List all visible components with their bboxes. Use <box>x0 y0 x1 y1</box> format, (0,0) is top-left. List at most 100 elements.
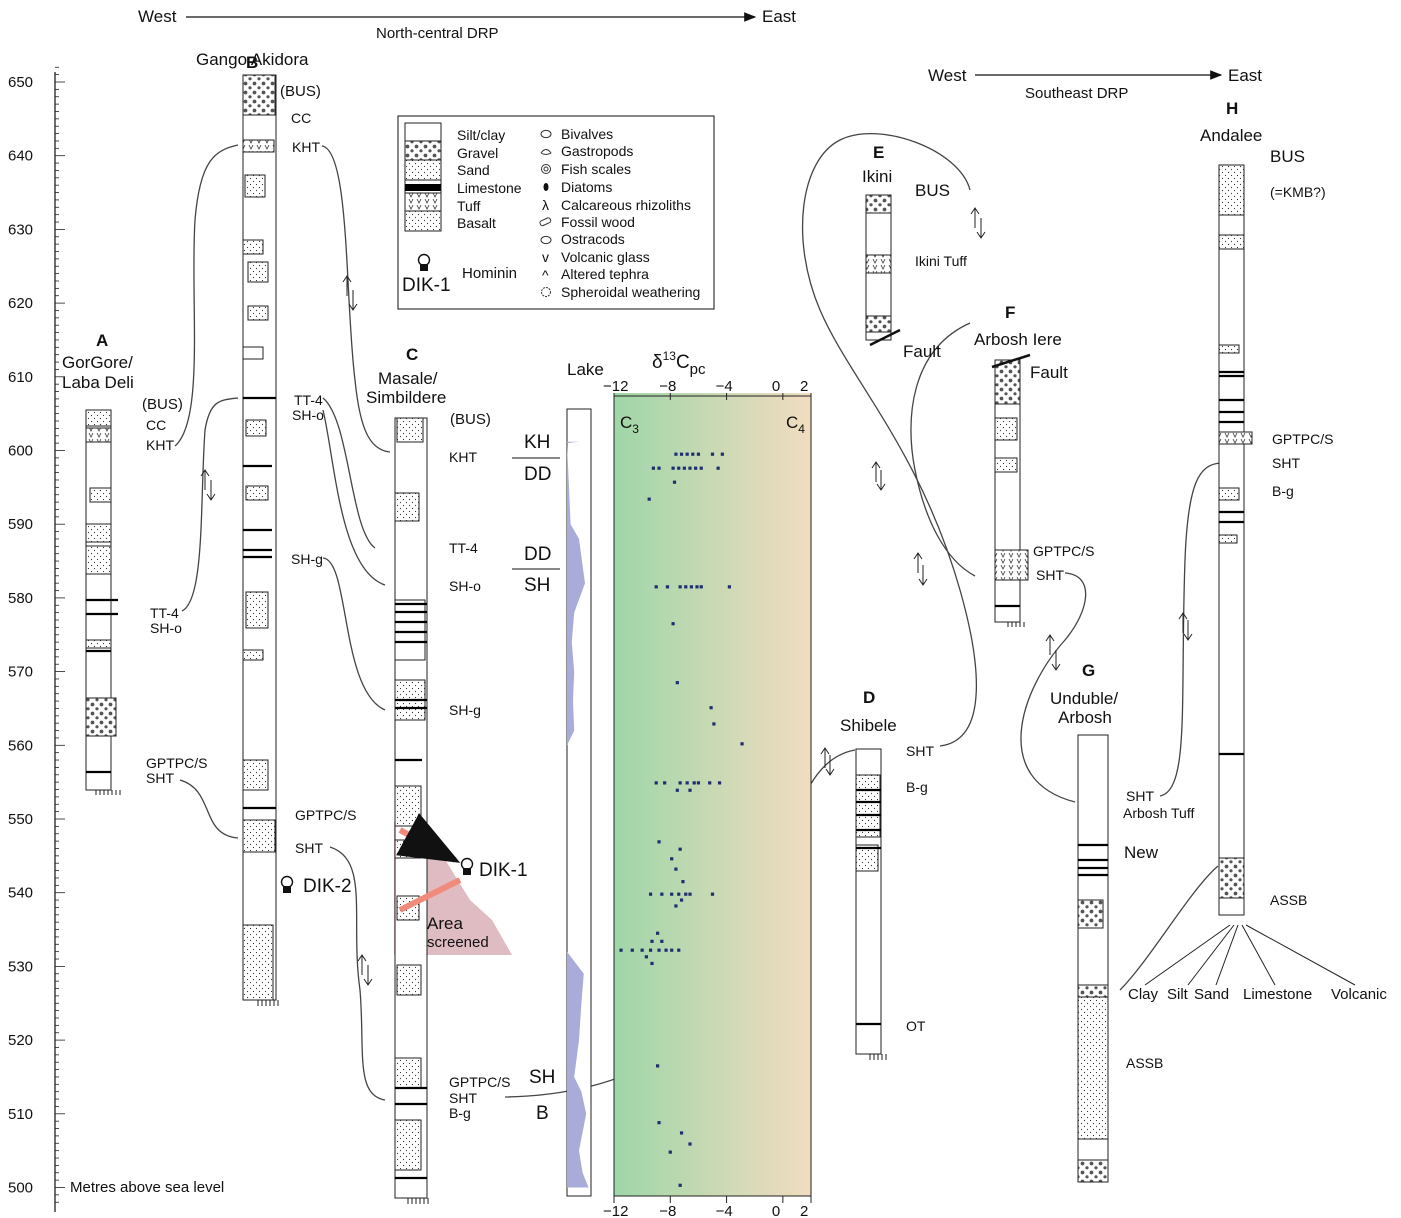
legend-swatch-sand <box>405 160 441 180</box>
section-b-tt4: TT-4 <box>294 392 323 408</box>
section-b-dik2: DIK-2 <box>303 876 352 897</box>
section-a-tt4: TT-4 <box>150 605 179 621</box>
elevation-tick-580: 580 <box>8 590 33 607</box>
section-b-sho: SH-o <box>292 407 324 423</box>
section-b-shg: SH-g <box>291 551 323 567</box>
section-b-sht: SHT <box>295 840 323 856</box>
elevation-tick-570: 570 <box>8 664 33 681</box>
altered-tephra-icon: ^ <box>542 267 549 283</box>
member-b: B <box>536 1103 549 1124</box>
isotope-point <box>681 880 684 883</box>
elevation-tick-600: 600 <box>8 443 33 460</box>
section-a-kht: KHT <box>146 437 174 453</box>
section-a-cc: CC <box>146 417 166 433</box>
section-d-sht: SHT <box>906 743 934 759</box>
isotope-point <box>690 585 693 588</box>
section-b: B Gango Akidora (BUS) CC KHT TT-4 SH-o S… <box>196 50 356 1006</box>
elevation-tick-560: 560 <box>8 737 33 754</box>
iso-tick-label-top: 0 <box>772 378 780 395</box>
isotope-point <box>663 781 666 784</box>
isotope-point <box>660 940 663 943</box>
isotope-point <box>676 681 679 684</box>
section-b-gptpcs: GPTPC/S <box>295 807 356 823</box>
isotope-point <box>674 904 677 907</box>
section-f-sht: SHT <box>1036 567 1064 583</box>
section-a: A GorGore/ Laba Deli (BUS) CC KHT TT-4 S… <box>62 331 207 795</box>
isotope-point <box>677 467 680 470</box>
isotope-point <box>686 453 689 456</box>
isotope-point <box>674 868 677 871</box>
isotope-point <box>721 453 724 456</box>
iso-tick-label-bottom: −12 <box>603 1203 628 1218</box>
isotope-point <box>677 949 680 952</box>
rhizolith-icon: λ <box>542 197 549 213</box>
grain-limestone: Limestone <box>1243 986 1312 1003</box>
isotope-point <box>669 1151 672 1154</box>
section-e-ikini-tuff: Ikini Tuff <box>915 253 967 269</box>
isotope-point <box>688 893 691 896</box>
member-labels: KH DD DD SH SH B <box>512 432 560 1124</box>
legend-swatch-gravel <box>405 141 441 160</box>
isotope-point <box>683 467 686 470</box>
isotope-point <box>708 781 711 784</box>
section-c-sho: SH-o <box>449 578 481 594</box>
section-c-name2: Simbildere <box>366 388 446 407</box>
lake-label: Lake <box>567 360 604 379</box>
member-dd-upper: DD <box>524 464 551 485</box>
legend-sym-wood: Fossil wood <box>561 214 635 230</box>
diatom-icon <box>544 183 549 191</box>
section-g-letter: G <box>1082 661 1095 680</box>
section-c: C Masale/ Simbildere (BUS) KHT TT-4 SH-o… <box>366 345 528 1204</box>
c3-c4-gradient-background <box>614 393 811 1196</box>
section-g-name1: Unduble/ <box>1050 689 1118 708</box>
isotope-point <box>656 932 659 935</box>
nc-region-label: North-central DRP <box>376 25 499 42</box>
elevation-tick-650: 650 <box>8 74 33 91</box>
isotope-point <box>679 848 682 851</box>
section-e-bus: BUS <box>915 181 950 200</box>
isotope-point <box>676 789 679 792</box>
isotope-point <box>619 949 622 952</box>
legend-hominin-id: DIK-1 <box>402 275 451 296</box>
isotope-point <box>700 585 703 588</box>
isotope-point <box>656 1064 659 1067</box>
section-a-sht: SHT <box>146 770 174 786</box>
section-f-gptpcs: GPTPC/S <box>1033 543 1094 559</box>
isotope-point <box>677 893 680 896</box>
grain-silt: Silt <box>1167 986 1189 1003</box>
isotope-point <box>664 949 667 952</box>
legend-swatch-basalt <box>405 211 441 231</box>
section-a-gptpcs: GPTPC/S <box>146 755 207 771</box>
section-a-sho: SH-o <box>150 620 182 636</box>
isotope-point <box>673 481 676 484</box>
iso-tick-label-top: 2 <box>800 378 808 395</box>
isotope-point <box>652 467 655 470</box>
section-d-letter: D <box>863 688 875 707</box>
section-h-assb: ASSB <box>1270 892 1307 908</box>
isotope-point <box>672 622 675 625</box>
elevation-tick-500: 500 <box>8 1180 33 1197</box>
section-d-name: Shibele <box>840 716 897 735</box>
legend-sym-gastropods: Gastropods <box>561 143 633 159</box>
elevation-tick-590: 590 <box>8 516 33 533</box>
elevation-axis: 6506406306206106005905805705605505405305… <box>8 67 65 1212</box>
section-c-area2: screened <box>427 934 489 951</box>
elevation-tick-530: 530 <box>8 958 33 975</box>
section-e: E Ikini BUS Ikini Tuff Fault <box>862 143 967 361</box>
isotope-point <box>718 781 721 784</box>
legend-lith-sand: Sand <box>457 162 490 178</box>
isotope-point <box>679 1184 682 1187</box>
se-region-label: Southeast DRP <box>1025 85 1128 102</box>
isotope-point <box>740 742 743 745</box>
isotope-point <box>670 857 673 860</box>
elevation-axis-title: Metres above sea level <box>70 1179 224 1196</box>
member-dd-lower: DD <box>524 544 551 565</box>
isotope-point <box>700 467 703 470</box>
isotope-point <box>680 898 683 901</box>
section-g-new: New <box>1124 843 1159 862</box>
elevation-tick-510: 510 <box>8 1106 33 1123</box>
iso-tick-label-bottom: 0 <box>772 1203 780 1218</box>
isotope-point <box>649 949 652 952</box>
legend-sym-weathering: Spheroidal weathering <box>561 284 700 300</box>
iso-tick-label-bottom: −8 <box>659 1203 676 1218</box>
